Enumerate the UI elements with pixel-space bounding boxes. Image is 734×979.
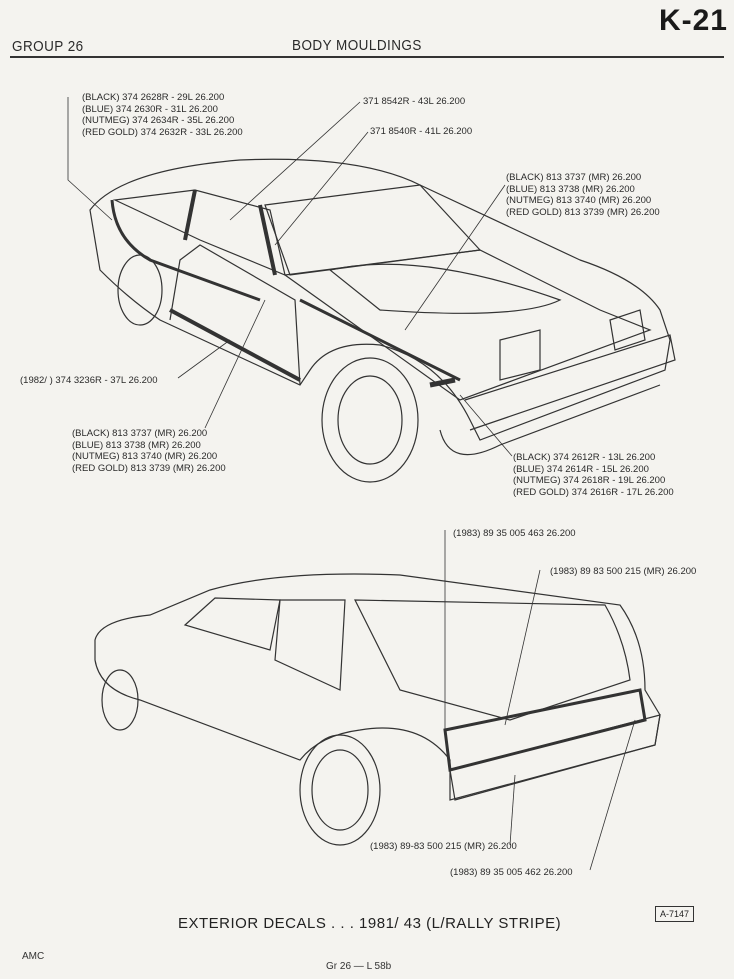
callout-line: (BLACK) 813 3737 (MR) 26.200 <box>506 172 642 183</box>
callout-line: (BLUE) 813 3738 (MR) 26.200 <box>506 183 635 195</box>
callout-pillar-b: 371 8540R - 41L 26.200 <box>370 126 473 137</box>
section-title: BODY MOULDINGS <box>292 37 422 54</box>
callout-lower-1: (1983) 89 35 005 463 26.200 <box>453 528 576 539</box>
callout-line: (NUTMEG) 374 2618R - 19L 26.200 <box>513 475 666 486</box>
callout-line: (BLACK) 374 2628R - 29L 26.200 <box>82 92 225 103</box>
callout-line: (NUTMEG) 813 3740 (MR) 26.200 <box>506 195 652 206</box>
callout-roof-drip: (BLACK) 374 2628R - 29L 26.200 (BLUE) 37… <box>82 92 243 138</box>
callout-lower-2: (1983) 89 83 500 215 (MR) 26.200 <box>550 566 697 577</box>
callout-door-stripe: (BLACK) 813 3737 (MR) 26.200 (BLUE) 813 … <box>72 428 226 474</box>
callout-line: (NUTMEG) 813 3740 (MR) 26.200 <box>72 451 218 462</box>
callout-hood-stripe: (BLACK) 813 3737 (MR) 26.200 (BLUE) 813 … <box>506 172 660 218</box>
callout-line: (RED GOLD) 813 3739 (MR) 26.200 <box>506 206 660 218</box>
callout-line: (RED GOLD) 374 2632R - 33L 26.200 <box>82 126 243 138</box>
callout-line: (RED GOLD) 374 2616R - 17L 26.200 <box>513 486 674 498</box>
group-label: GROUP 26 <box>12 38 84 55</box>
callout-line: (BLUE) 374 2630R - 31L 26.200 <box>82 103 218 115</box>
lower-car-drawing <box>94 573 661 846</box>
callout-line: (BLUE) 374 2614R - 15L 26.200 <box>513 463 649 475</box>
callout-lower-3: (1983) 89-83 500 215 (MR) 26.200 <box>370 841 517 852</box>
callout-line: (BLUE) 813 3738 (MR) 26.200 <box>72 439 201 451</box>
callout-line: (NUTMEG) 374 2634R - 35L 26.200 <box>82 115 235 126</box>
callout-lower-4: (1983) 89 35 005 462 26.200 <box>450 867 573 878</box>
callout-pillar-a: 371 8542R - 43L 26.200 <box>363 96 466 107</box>
reference-code: A-7147 <box>654 906 694 922</box>
footer-brand: AMC <box>22 951 45 962</box>
footer-page-ref: Gr 26 — L 58b <box>326 961 392 972</box>
upper-car-drawing <box>89 158 676 483</box>
callout-line: (BLACK) 374 2612R - 13L 26.200 <box>513 452 656 463</box>
figure-caption: EXTERIOR DECALS . . . 1981/ 43 (L/RALLY … <box>178 915 562 932</box>
callout-fender: (BLACK) 374 2612R - 13L 26.200 (BLUE) 37… <box>513 452 674 498</box>
callout-rocker: (1982/ ) 374 3236R - 37L 26.200 <box>20 375 158 386</box>
header-rule <box>10 56 724 58</box>
page-id: K-21 <box>658 4 728 37</box>
callout-line: (RED GOLD) 813 3739 (MR) 26.200 <box>72 462 226 474</box>
callout-line: (BLACK) 813 3737 (MR) 26.200 <box>72 428 208 439</box>
